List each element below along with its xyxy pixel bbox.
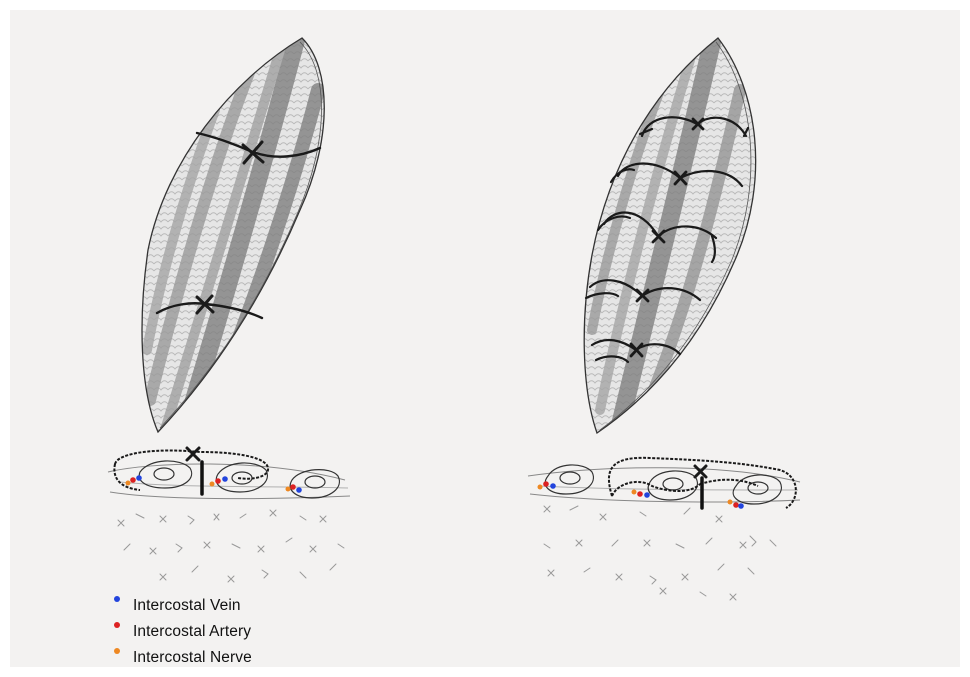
nerve-dot-icon (114, 648, 120, 654)
legend-label: Intercostal Artery (133, 623, 251, 641)
vein-dot-icon (114, 596, 120, 602)
legend-item-nerve: Intercostal Nerve (112, 646, 352, 672)
right-suture-knot (695, 466, 706, 477)
legend: Intercostal Vein Intercostal Artery Inte… (112, 594, 352, 672)
left-suture-knot (187, 448, 199, 460)
legend-item-artery: Intercostal Artery (112, 620, 352, 646)
legend-label: Intercostal Vein (133, 597, 241, 615)
artery-dot-icon (114, 622, 120, 628)
right-muscle (570, 30, 780, 440)
right-neurovascular-bundles (538, 481, 744, 509)
left-muscle (130, 30, 350, 440)
right-rib-1 (545, 465, 593, 494)
legend-label: Intercostal Nerve (133, 649, 252, 667)
legend-item-vein: Intercostal Vein (112, 594, 352, 620)
left-cross-section (108, 448, 350, 582)
right-rib-2 (648, 471, 697, 500)
left-muscle-layer (108, 464, 350, 499)
right-subcutaneous-tissue (544, 506, 776, 600)
right-cross-section (528, 458, 800, 600)
left-subcutaneous-tissue (118, 510, 344, 582)
